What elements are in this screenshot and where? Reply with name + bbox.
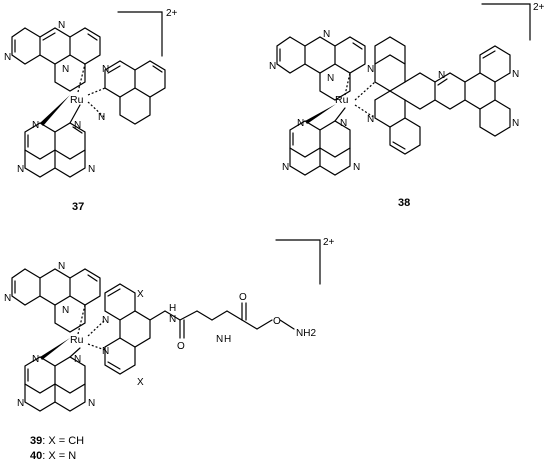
amide-h: H	[224, 334, 231, 345]
charge-bracket	[117, 11, 163, 57]
charge-label: 2+	[323, 237, 335, 248]
legend-entry-39: 39: X = CH	[30, 435, 84, 447]
atom-n: N	[323, 29, 330, 40]
atom-n: N	[327, 73, 334, 84]
compound-label: 37	[72, 201, 84, 213]
atom-n: N	[367, 114, 374, 125]
atom-n: N	[74, 354, 81, 365]
atom-n: N	[62, 305, 69, 316]
atom-n: N	[269, 61, 276, 72]
atom-n: N	[102, 315, 109, 326]
atom-n: N	[88, 164, 95, 175]
atom-n: N	[58, 261, 65, 272]
amide-n: N	[169, 314, 176, 325]
ruthenium-center: Ru	[335, 94, 349, 106]
carbonyl-oxygen: O	[177, 341, 185, 352]
atom-n: N	[512, 69, 519, 80]
atom-n: N	[62, 64, 69, 75]
compound-37: N N N N N N N N N Ru 2+ 37	[4, 8, 178, 213]
compound-39-40: N N N N N N N N N Ru X X H N O N H O O N…	[4, 237, 335, 462]
ring-substituent-x: X	[137, 289, 144, 300]
ether-oxygen: O	[273, 316, 281, 327]
charge-bracket	[481, 3, 531, 41]
amino-group: NH2	[296, 328, 316, 339]
ring-substituent-x: X	[137, 377, 144, 388]
ligand-bottom-ppz	[24, 122, 86, 178]
atom-n: N	[32, 120, 39, 131]
charge-label: 2+	[166, 8, 178, 19]
charge-label: 2+	[533, 2, 545, 13]
ligand-phen	[104, 60, 166, 125]
atom-n: N	[74, 120, 81, 131]
atom-n: N	[58, 20, 65, 31]
ligand-top-ppz	[11, 27, 101, 92]
atom-n: N	[102, 346, 109, 357]
atom-n: N	[102, 64, 109, 75]
legend-entry-40: 40: X = N	[30, 450, 76, 462]
atom-n: N	[367, 64, 374, 75]
atom-n: N	[282, 162, 289, 173]
atom-n: N	[297, 118, 304, 129]
compound-label: 38	[398, 197, 410, 209]
atom-n: N	[4, 52, 11, 63]
ruthenium-center: Ru	[70, 334, 84, 346]
ligand-top-ppz	[11, 268, 101, 333]
compound-38: N N N N N N N N N N N N Ru 2+ 38	[269, 2, 545, 209]
atom-n: N	[17, 398, 24, 409]
atom-n: N	[353, 162, 360, 173]
amide-h: H	[169, 303, 176, 314]
atom-n: N	[4, 293, 11, 304]
atom-n: N	[88, 398, 95, 409]
atom-n: N	[512, 118, 519, 129]
ruthenium-center: Ru	[70, 94, 84, 106]
amide-n: N	[216, 334, 223, 345]
ligand-dppn	[374, 36, 511, 155]
ligand-bottom-ppz	[289, 120, 351, 176]
carbonyl-oxygen: O	[239, 292, 247, 303]
atom-n: N	[340, 118, 347, 129]
atom-n: N	[438, 70, 445, 81]
charge-bracket	[275, 239, 321, 285]
atom-n: N	[17, 164, 24, 175]
ligand-bottom-ppz	[24, 356, 86, 412]
ligand-top-ppz	[276, 36, 366, 101]
ligand-functional-phen	[104, 283, 295, 375]
atom-n: N	[32, 354, 39, 365]
atom-n: N	[98, 112, 105, 123]
